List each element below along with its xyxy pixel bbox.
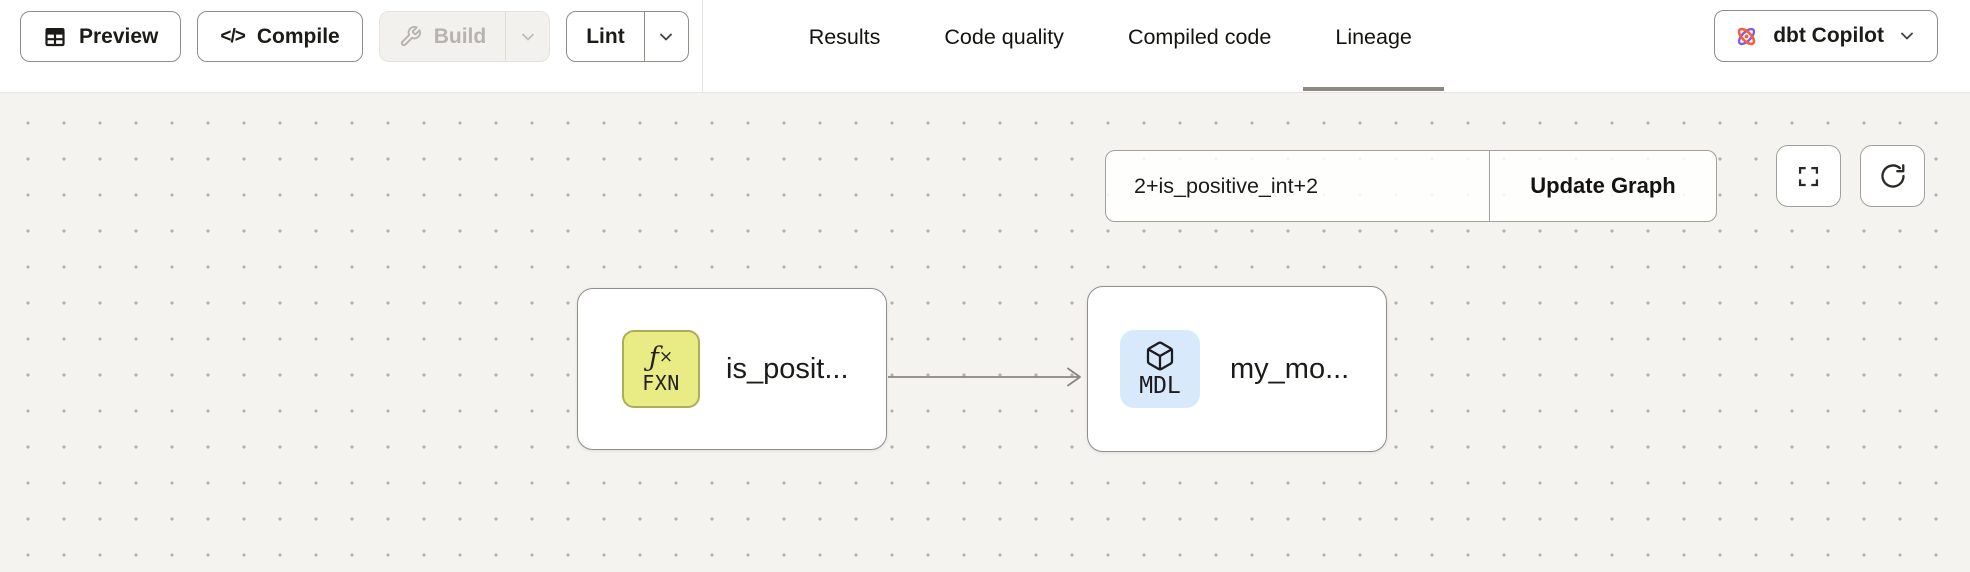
node-label: is_posit... bbox=[726, 352, 849, 385]
lineage-canvas[interactable]: Update Graph ƒ× FXN is_posit... bbox=[0, 93, 1970, 572]
model-badge: MDL bbox=[1120, 330, 1200, 408]
chevron-down-icon bbox=[1897, 26, 1917, 46]
preview-button[interactable]: Preview bbox=[20, 11, 182, 62]
compile-label: Compile bbox=[256, 24, 340, 48]
code-icon: </> bbox=[220, 25, 246, 47]
dbt-copilot-icon bbox=[1733, 23, 1760, 50]
fullscreen-icon bbox=[1795, 163, 1822, 190]
model-badge-code: MDL bbox=[1139, 372, 1181, 399]
chevron-down-icon bbox=[656, 27, 676, 47]
refresh-icon bbox=[1879, 162, 1907, 190]
build-button[interactable]: Build bbox=[380, 12, 506, 61]
compile-button[interactable]: </> Compile bbox=[197, 11, 363, 62]
cube-icon bbox=[1144, 340, 1176, 372]
table-icon bbox=[43, 25, 67, 49]
lint-dropdown-button[interactable] bbox=[643, 12, 688, 61]
lineage-selector: Update Graph bbox=[1105, 150, 1717, 222]
lint-split-button: Lint bbox=[566, 11, 689, 62]
build-dropdown-button[interactable] bbox=[505, 12, 549, 61]
function-badge: ƒ× FXN bbox=[622, 330, 700, 408]
update-graph-button[interactable]: Update Graph bbox=[1489, 151, 1716, 221]
wrench-icon bbox=[399, 25, 422, 48]
tab-code-quality[interactable]: Code quality bbox=[944, 25, 1064, 49]
dbt-copilot-button[interactable]: dbt Copilot bbox=[1714, 10, 1938, 62]
lineage-node-model[interactable]: MDL my_mo... bbox=[1087, 286, 1387, 452]
lint-button[interactable]: Lint bbox=[567, 12, 643, 61]
selector-input[interactable] bbox=[1106, 151, 1489, 221]
tab-results[interactable]: Results bbox=[808, 25, 881, 49]
lineage-node-function[interactable]: ƒ× FXN is_posit... bbox=[577, 288, 887, 450]
function-badge-code: FXN bbox=[642, 370, 680, 395]
lint-label: Lint bbox=[586, 24, 625, 48]
preview-label: Preview bbox=[79, 24, 159, 48]
refresh-button[interactable] bbox=[1860, 145, 1925, 207]
result-tabs: Results Code quality Compiled code Linea… bbox=[777, 0, 1444, 93]
build-label: Build bbox=[433, 24, 487, 48]
fullscreen-button[interactable] bbox=[1776, 145, 1841, 207]
tab-compiled-code[interactable]: Compiled code bbox=[1127, 25, 1272, 49]
copilot-label: dbt Copilot bbox=[1773, 24, 1884, 47]
toolbar-divider bbox=[701, 0, 703, 93]
tab-lineage[interactable]: Lineage bbox=[1303, 0, 1444, 93]
chevron-down-icon bbox=[518, 27, 538, 47]
node-label: my_mo... bbox=[1230, 352, 1350, 385]
editor-toolbar: Preview </> Compile Build Lint bbox=[0, 0, 1970, 93]
build-split-button: Build bbox=[378, 11, 551, 62]
fx-icon: ƒ× bbox=[648, 341, 674, 373]
